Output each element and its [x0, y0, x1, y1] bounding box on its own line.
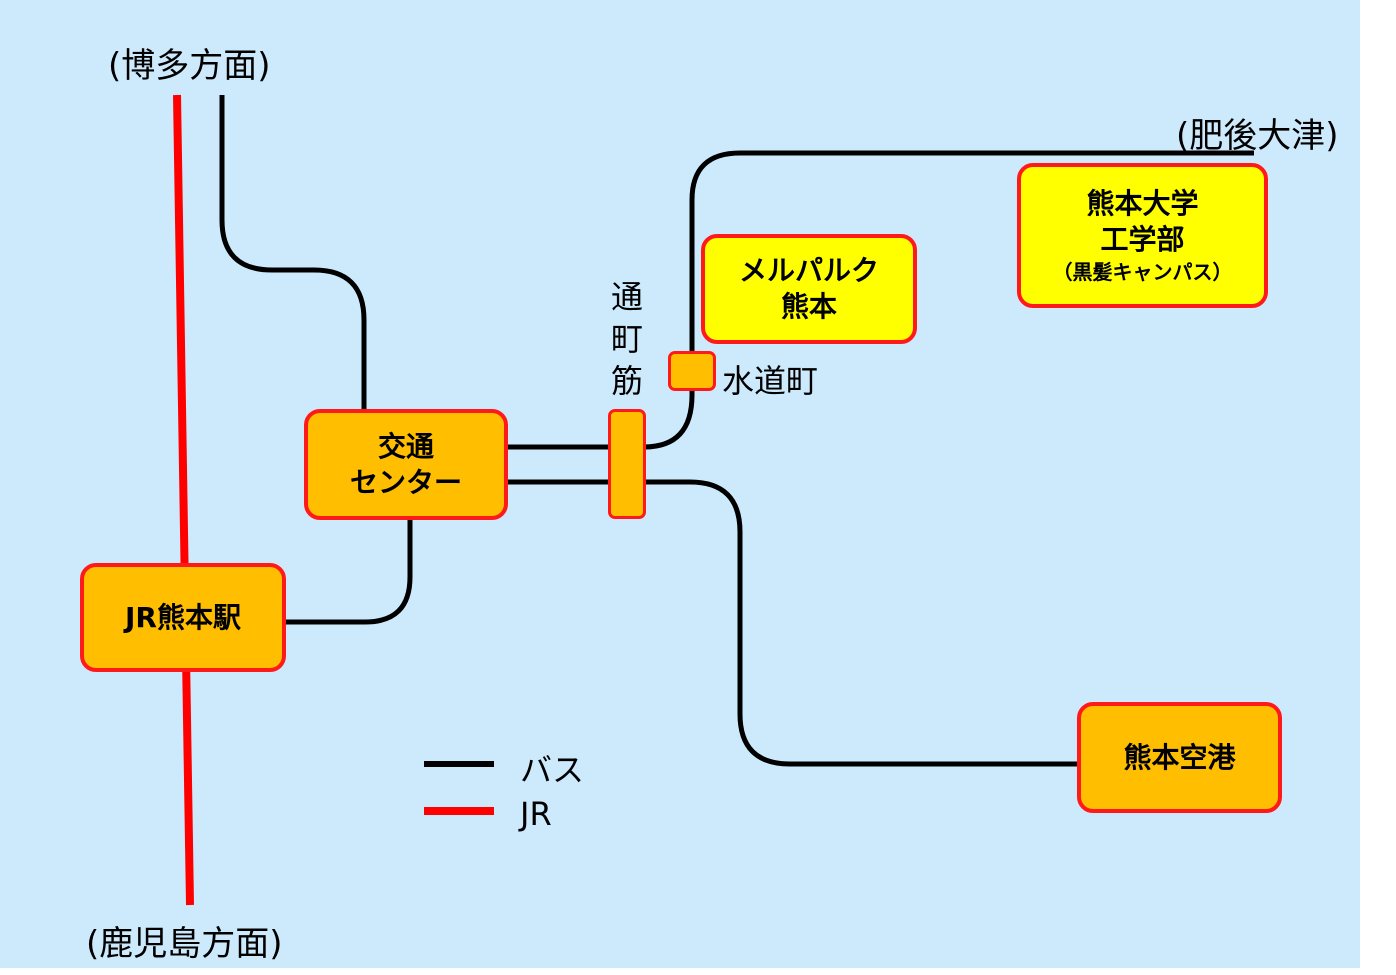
legend-jr-label: JR: [520, 795, 552, 833]
station-kumamoto-airport-label: 熊本空港: [1123, 740, 1236, 774]
jr-line: [173, 94, 194, 906]
station-kumamoto-airport[interactable]: 熊本空港: [1077, 702, 1282, 813]
landmark-university-line2: 工学部: [1100, 222, 1185, 256]
station-jr-kumamoto-label: JR熊本駅: [125, 600, 241, 634]
station-kotsu-center-line1: 交通: [377, 429, 434, 463]
landmark-university-line3: （黒髪キャンパス）: [1052, 259, 1233, 284]
direction-higo-ozu: (肥後大津): [1176, 116, 1339, 156]
bus-line-suidocho: [643, 388, 695, 450]
landmark-melparque[interactable]: メルパルク 熊本: [701, 234, 917, 344]
station-jr-kumamoto[interactable]: JR熊本駅: [80, 563, 286, 672]
station-kotsu-center-line2: センター: [349, 465, 462, 499]
bus-line-higo-ozu: [689, 150, 1254, 354]
stop-suidocho-label: 水道町: [722, 362, 819, 400]
legend-bus-label: バス: [520, 751, 585, 789]
stop-torichosuji-label: 通町筋: [610, 278, 643, 400]
landmark-kumamoto-university[interactable]: 熊本大学 工学部 （黒髪キャンパス）: [1017, 163, 1268, 308]
direction-kagoshima: (鹿児島方面): [86, 924, 283, 964]
bus-line-jr-station: [284, 518, 413, 625]
station-kotsu-center[interactable]: 交通 センター: [304, 409, 508, 520]
bus-line-hakata: [219, 95, 367, 412]
landmark-university-line1: 熊本大学: [1086, 186, 1199, 220]
route-map: (博多方面) (鹿児島方面) (肥後大津) JR熊本駅 交通 センター 通町筋 …: [0, 0, 1360, 968]
landmark-melparque-line1: メルパルク: [738, 254, 879, 287]
stop-suidocho[interactable]: [668, 351, 716, 391]
route-lines: [173, 94, 1254, 906]
stop-torichosuji[interactable]: [608, 409, 646, 519]
landmark-melparque-line2: 熊本: [780, 290, 837, 323]
bus-line-airport: [644, 479, 1080, 767]
direction-hakata: (博多方面): [108, 46, 271, 86]
